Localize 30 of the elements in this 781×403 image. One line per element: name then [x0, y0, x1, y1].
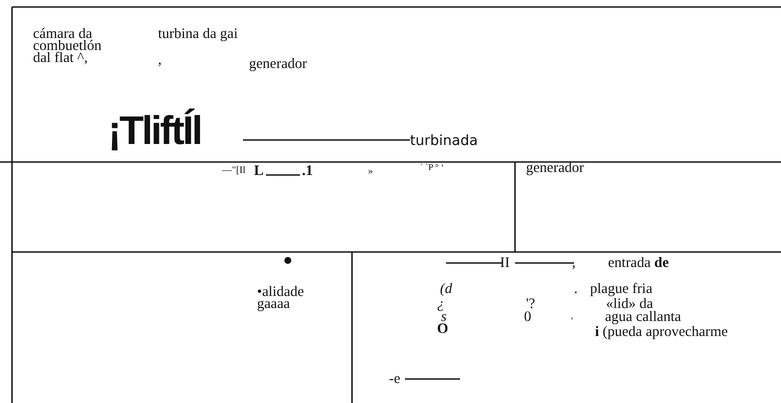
label-text: O	[437, 323, 448, 335]
label-text: (d	[440, 283, 452, 295]
label-text: .	[574, 283, 578, 295]
label-text: ,	[572, 257, 576, 269]
label-text: generador	[526, 162, 584, 174]
label-text: .1	[302, 165, 313, 177]
label-text: s	[441, 311, 447, 323]
label-text: agua callanta	[605, 311, 682, 323]
label-text: »	[368, 166, 373, 178]
label-text: '	[571, 316, 573, 328]
label-text: 0	[524, 311, 532, 323]
label-text: i (pueda aprovecharme	[595, 326, 728, 338]
label-text: L	[254, 165, 264, 177]
label-text: turbina da gai	[158, 28, 238, 40]
label-text: turbinada	[410, 133, 478, 149]
label-text: -e	[389, 373, 400, 385]
label-text: II	[500, 257, 510, 269]
label-text: «lid» da	[606, 298, 654, 310]
label-text: ,	[158, 54, 162, 66]
label-text: ●	[283, 252, 293, 270]
label-text: —"[Il	[222, 165, 246, 177]
label-text: generador	[249, 58, 307, 70]
label-text: •alidade gaaaa	[257, 286, 305, 310]
label-text: '?	[526, 298, 536, 310]
title-text: ¡TliftÍl	[108, 108, 201, 154]
label-text: ¿	[437, 298, 444, 310]
label-text: plague fria	[590, 283, 652, 295]
label-text: ` `P ° ‘	[420, 161, 444, 173]
label-text: cámara da combuetlón dal flat ^,	[33, 28, 102, 64]
label-text: entrada de	[608, 257, 669, 269]
